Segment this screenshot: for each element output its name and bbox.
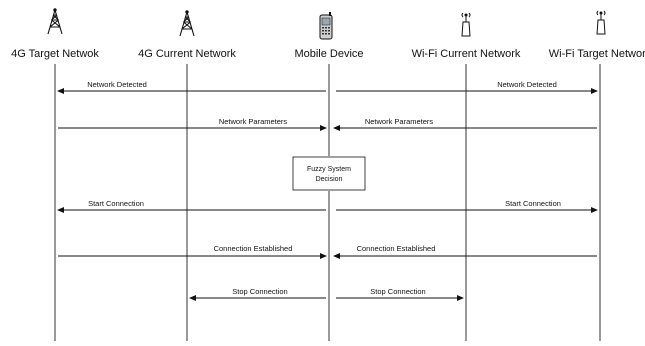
participant-label-wifi-target: Wi-Fi Target Network	[549, 48, 645, 60]
participant-label-4g-current: 4G Current Network	[138, 48, 236, 60]
decision-box-line2: Decision	[316, 176, 343, 183]
decision-box: Fuzzy System Decision	[292, 156, 366, 191]
participant-label-wifi-current: Wi-Fi Current Network	[412, 48, 521, 60]
wifi-antenna-icon	[461, 12, 471, 37]
msg-network-detected-left: Network Detected	[87, 80, 147, 89]
wifi-antenna-icon	[596, 10, 606, 35]
msg-stop-connection-right: Stop Connection	[370, 287, 425, 296]
msg-connection-established-left: Connection Established	[214, 244, 293, 253]
msg-stop-connection-left: Stop Connection	[232, 287, 287, 296]
cell-tower-icon	[47, 8, 63, 35]
msg-connection-established-right: Connection Established	[357, 244, 436, 253]
lifelines	[54, 64, 601, 341]
mobile-phone-icon	[319, 12, 333, 40]
msg-start-connection-left: Start Connection	[88, 199, 144, 208]
msg-start-connection-right: Start Connection	[505, 199, 561, 208]
participant-label-mobile: Mobile Device	[294, 48, 363, 60]
cell-tower-icon	[179, 10, 195, 37]
participant-label-4g-target: 4G Target Netwok	[11, 48, 99, 60]
msg-network-parameters-right: Network Parameters	[365, 117, 434, 126]
msg-network-detected-right: Network Detected	[497, 80, 557, 89]
decision-box-line1: Fuzzy System	[307, 166, 351, 173]
msg-network-parameters-left: Network Parameters	[219, 117, 288, 126]
